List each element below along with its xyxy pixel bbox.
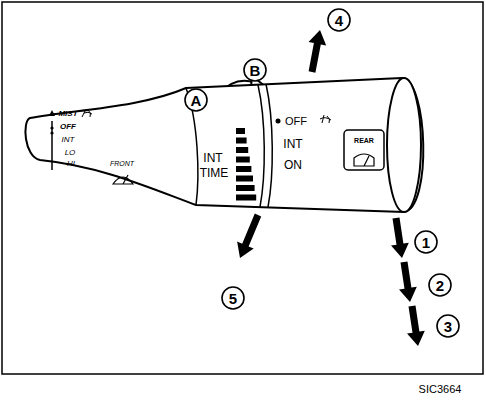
scale-bar: [236, 176, 253, 182]
switch-marking: LO: [65, 149, 76, 157]
position-dot: [50, 131, 53, 134]
scale-bar: [236, 138, 247, 144]
callout-circle: [437, 315, 459, 337]
switch-marking: OFF: [60, 123, 76, 131]
ring-edge: [266, 84, 272, 207]
rear-wiper-icon: [354, 154, 374, 166]
lever-body: [25, 78, 423, 212]
motion-arrow: [309, 30, 327, 73]
washer-icon: [320, 115, 331, 123]
switch-marking: INT: [62, 136, 75, 144]
callout-circle: [429, 274, 451, 296]
callout-circle: [222, 287, 244, 309]
frame: [2, 2, 483, 374]
switch-marking: ON: [284, 159, 302, 171]
motion-arrow: [407, 306, 425, 347]
ring-edge: [258, 85, 264, 207]
switch-marking: FRONT: [110, 160, 134, 167]
scale-bar: [236, 185, 255, 191]
callout-circle: [328, 9, 350, 31]
motion-arrow: [391, 218, 409, 259]
motion-arrow: [399, 262, 417, 303]
mist-icon: [82, 109, 92, 117]
callout-circle: [415, 231, 437, 253]
switch-marking: INT: [203, 152, 222, 164]
position-line: [51, 121, 53, 170]
motion-arrow: [237, 214, 261, 258]
scale-bar: [236, 166, 251, 172]
position-dot: [276, 119, 281, 124]
int-time-scale: [236, 128, 256, 201]
lever-end-cap: [387, 78, 421, 212]
switch-marking: MIST: [58, 110, 77, 118]
position-dot: [50, 126, 53, 129]
callout-number: 1: [422, 235, 430, 250]
scale-bar: [236, 128, 245, 134]
callout-number: B: [250, 63, 261, 78]
callout-number: 2: [436, 278, 444, 293]
callout-number: 4: [335, 13, 343, 28]
switch-marking: TIME: [200, 167, 229, 179]
position-arrow: [49, 110, 55, 116]
callout-circle: [244, 59, 266, 81]
switch-marking: HI: [67, 160, 75, 168]
switch-marking: OFF: [285, 116, 307, 127]
switch-marking: INT: [283, 138, 302, 150]
callout-number: 5: [229, 291, 237, 306]
scale-bar: [236, 147, 248, 153]
switch-marking: REAR: [354, 137, 374, 144]
figure-code: SIC3664: [419, 384, 462, 395]
callout-number: 3: [444, 319, 452, 334]
callout-number: A: [191, 93, 202, 108]
rear-button: [344, 130, 384, 170]
callout-circles: [185, 9, 459, 337]
callout-circle: [185, 89, 207, 111]
front-wiper-icon: [113, 175, 133, 184]
scale-bar: [236, 195, 256, 201]
scale-bar: [236, 157, 250, 163]
